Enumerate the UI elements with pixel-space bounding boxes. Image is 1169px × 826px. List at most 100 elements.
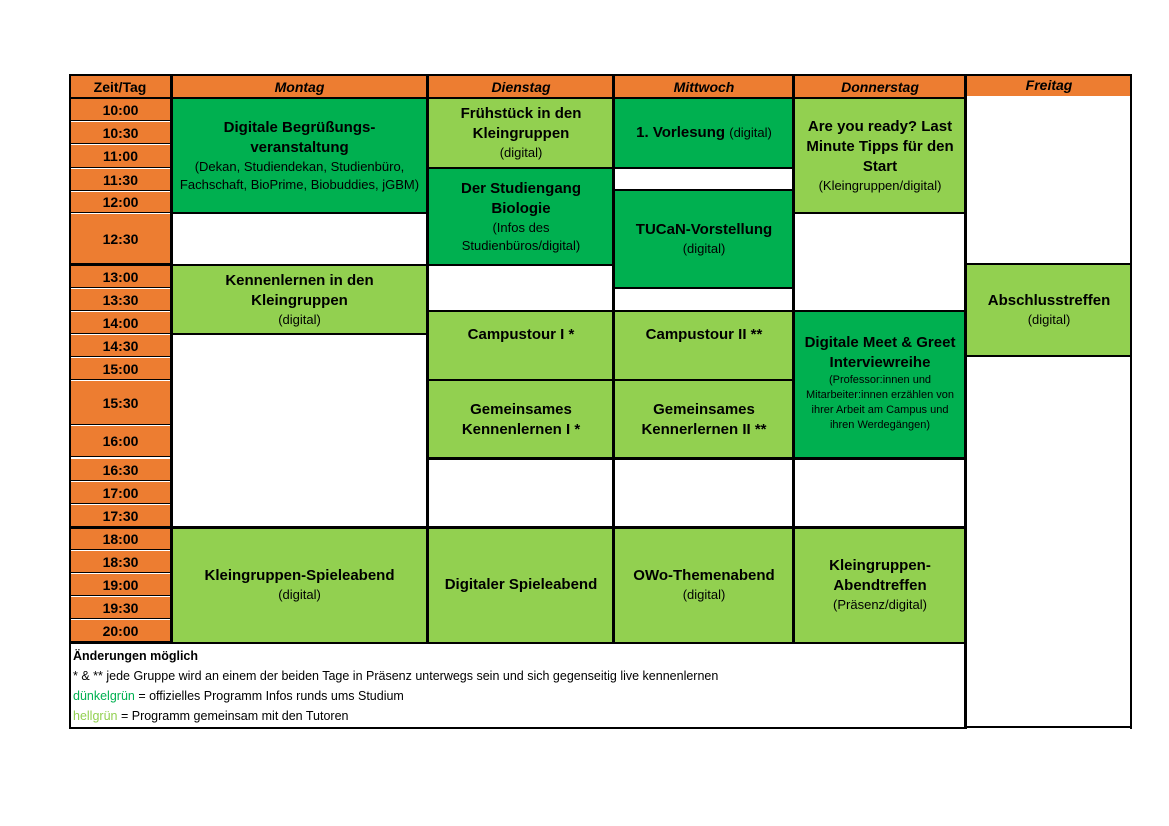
event-di-studiengang: Der Studiengang Biologie (Infos des Stud… <box>429 169 613 265</box>
event-sub: (digital) <box>1027 312 1071 327</box>
event-di-spieleabend: Digitaler Spieleabend <box>429 528 613 642</box>
grid-line <box>964 263 1132 265</box>
event-sub: (digital) <box>278 587 321 602</box>
event-sub: (digital) <box>499 145 543 160</box>
event-mi-themenabend: OWo-Themenabend (digital) <box>615 528 793 642</box>
time-slot: 16:30 <box>71 459 170 481</box>
grid-line <box>426 310 967 312</box>
event-title: Campustour II ** <box>645 326 763 343</box>
grid-line <box>426 264 615 266</box>
event-title: Gemeinsames Kennerlernen II ** <box>641 400 767 438</box>
legend-dark: dünkelgrün = offizielles Programm Infos … <box>73 686 718 706</box>
time-slot: 20:00 <box>71 620 170 642</box>
event-di-fruehstueck: Frühstück in den Kleingruppen (digital) <box>429 99 613 167</box>
time-slot: 19:00 <box>71 574 170 596</box>
header-time: Zeit/Tag <box>70 76 170 98</box>
event-sub: (digital) <box>278 311 321 327</box>
event-title: 1. Vorlesung <box>636 124 726 141</box>
grid-line <box>170 74 173 644</box>
grid-line <box>964 74 967 729</box>
grid-line <box>69 74 71 729</box>
grid-line <box>1130 74 1132 729</box>
grid-line <box>69 642 967 644</box>
event-sub: (digital) <box>682 241 726 256</box>
time-slot: 14:30 <box>71 335 170 357</box>
time-slot: 11:30 <box>71 169 170 191</box>
event-title: Der Studiengang Biologie <box>460 180 581 217</box>
event-mo-spieleabend: Kleingruppen-Spieleabend (digital) <box>172 528 427 642</box>
time-slot: 11:00 <box>71 145 170 168</box>
event-sub: (Dekan, Studiendekan, Studienbüro, Fachs… <box>179 159 420 192</box>
event-mo-begruessung: Digitale Begrüßungs-veranstaltung (Dekan… <box>172 99 427 213</box>
event-mi-campustour: Campustour II ** <box>615 311 793 379</box>
header-donnerstag: Donnerstag <box>795 76 965 98</box>
time-slot: 19:30 <box>71 597 170 619</box>
time-slot: 13:30 <box>71 289 170 311</box>
grid-line <box>964 355 1132 357</box>
event-sub: (digital) <box>729 125 772 140</box>
grid-line <box>170 333 429 335</box>
time-slot: 18:00 <box>71 528 170 550</box>
event-di-campustour: Campustour I * <box>429 311 613 379</box>
event-di-gemeinsam: Gemeinsames Kennenlernen I * <box>429 381 613 458</box>
notes: Änderungen möglich * & ** jede Gruppe wi… <box>73 646 718 726</box>
event-title: Campustour I * <box>467 326 575 343</box>
header-montag: Montag <box>172 76 427 98</box>
event-mi-gemeinsam: Gemeinsames Kennerlernen II ** <box>615 381 793 458</box>
grid-line <box>69 526 967 529</box>
grid-line <box>792 74 795 644</box>
grid-line <box>69 264 429 266</box>
time-slot: 15:30 <box>71 381 170 425</box>
event-do-ready: Are you ready? Last Minute Tipps für den… <box>795 99 965 213</box>
legend-dark-text: = offizielles Programm Infos runds ums S… <box>134 689 404 703</box>
event-sub: (Präsenz/digital) <box>833 597 927 612</box>
event-fr-abschluss: Abschlusstreffen (digital) <box>967 265 1131 355</box>
event-mi-tucan: TUCaN-Vorstellung (digital) <box>615 191 793 287</box>
legend-light-label: hellgrün <box>73 709 118 723</box>
grid-line <box>426 74 429 644</box>
grid-line <box>69 727 967 729</box>
time-slot: 17:30 <box>71 505 170 527</box>
event-title: Kleingruppen-Abendtreffen <box>829 557 931 594</box>
event-title: Kleingruppen-Spieleabend <box>204 567 395 584</box>
notes-title: Änderungen möglich <box>73 649 198 663</box>
grid-line <box>612 287 795 289</box>
event-title: Digitaler Spieleabend <box>444 576 598 593</box>
event-title: OWo-Themenabend <box>633 567 775 584</box>
event-title: Kennenlernen in den Kleingruppen <box>225 271 374 309</box>
event-title: Gemeinsames Kennenlernen I * <box>461 400 581 438</box>
grid-line <box>792 212 967 214</box>
header-freitag: Freitag <box>967 74 1131 96</box>
time-slot: 12:30 <box>71 214 170 264</box>
grid-line <box>69 97 967 99</box>
event-title: Abschlusstreffen <box>987 292 1111 309</box>
grid-line <box>426 457 967 460</box>
grid-line <box>426 379 795 381</box>
event-title: Digitale Meet & Greet Interviewreihe <box>804 334 956 371</box>
time-slot: 10:00 <box>71 99 170 121</box>
header-dienstag: Dienstag <box>429 76 613 98</box>
time-slot: 12:00 <box>71 192 170 213</box>
legend-light-text: = Programm gemeinsam mit den Tutoren <box>117 709 349 723</box>
header-mittwoch: Mittwoch <box>615 76 793 98</box>
event-do-meet: Digitale Meet & Greet Interviewreihe (Pr… <box>795 311 965 458</box>
event-sub: (Professor:innen und Mitarbeiter:innen e… <box>806 374 954 431</box>
time-slot: 16:00 <box>71 426 170 457</box>
legend-dark-label: dünkelgrün <box>73 689 135 703</box>
event-sub: (digital) <box>682 587 726 602</box>
grid-line <box>170 212 429 214</box>
grid-line <box>69 74 1132 76</box>
time-slot: 14:00 <box>71 312 170 334</box>
grid-line <box>426 167 795 169</box>
time-slot: 15:00 <box>71 358 170 380</box>
event-mo-kennenlernen: Kennenlernen in den Kleingruppen (digita… <box>172 266 427 333</box>
grid-line <box>612 74 615 644</box>
event-title: Frühstück in den Kleingruppen <box>460 105 582 142</box>
time-slot: 17:00 <box>71 482 170 504</box>
event-title: Digitale Begrüßungs-veranstaltung <box>223 119 376 156</box>
event-do-abendtreffen: Kleingruppen-Abendtreffen (Präsenz/digit… <box>795 528 965 642</box>
notes-line1: * & ** jede Gruppe wird an einem der bei… <box>73 669 719 683</box>
event-title: Are you ready? Last Minute Tipps für den… <box>806 118 954 175</box>
legend-light: hellgrün = Programm gemeinsam mit den Tu… <box>73 706 718 726</box>
